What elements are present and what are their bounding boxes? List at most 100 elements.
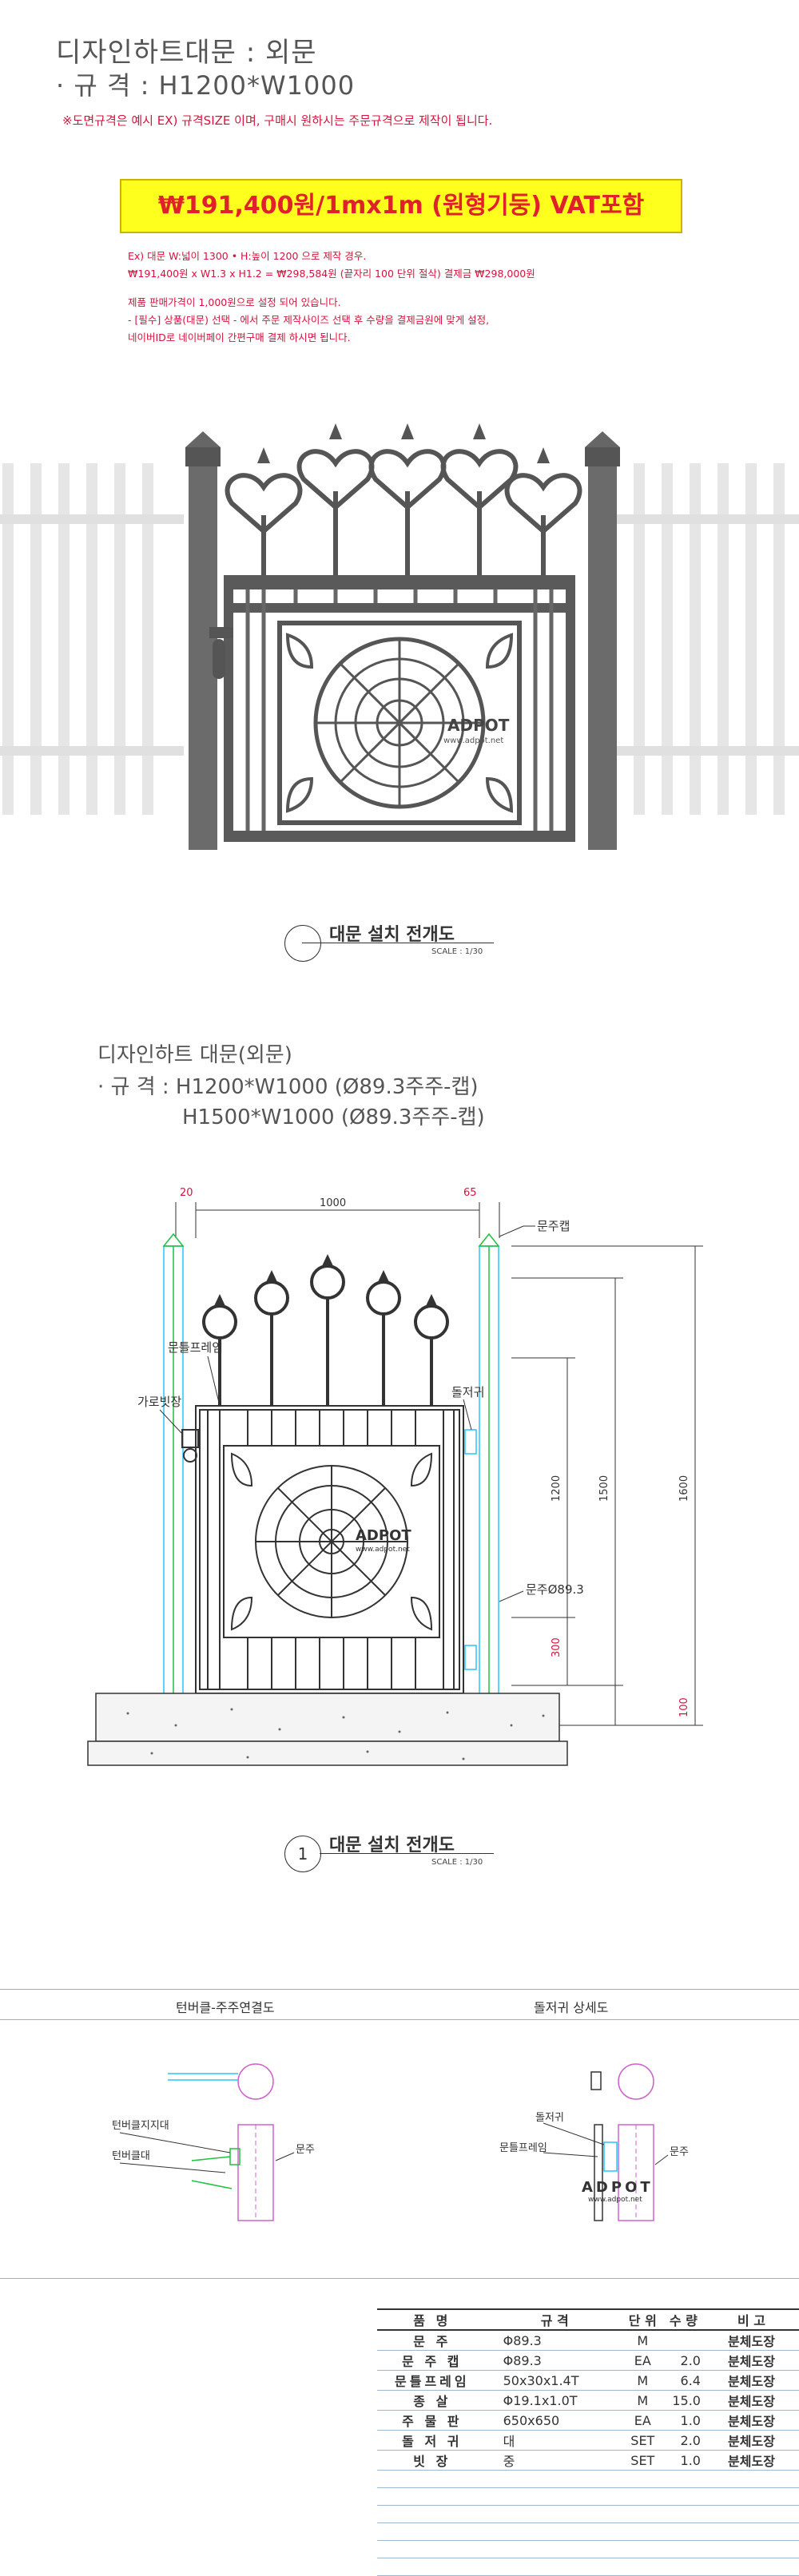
bom-cell: 빗 장 [377,2450,487,2471]
drawing-hinges [464,1429,477,1670]
bom-cell: 2.0 [662,2430,704,2451]
bom-cell: 주 물 판 [377,2410,487,2431]
desc-line: ₩191,400원 x W1.3 x H1.2 = ₩298,584원 (끝자리… [128,268,535,280]
bom-table: 품 명 규 격 단 위 수 량 비 고 문 주 Φ89.3 M 분체도장 문 주… [377,2308,799,2576]
detail-label: 문주 [670,2146,689,2158]
bom-cell: 분체도장 [703,2330,799,2351]
bom-header: 수 량 [662,2308,704,2331]
bom-header: 비 고 [703,2308,799,2331]
bom-cell: 분체도장 [703,2350,799,2371]
bom-cell: 대 [487,2430,622,2451]
hinge-detail [543,2063,669,2221]
detail-label: 문틀프레임 [499,2142,547,2154]
bom-cell: Φ89.3 [487,2350,622,2371]
caption-scale: SCALE : 1/30 [431,1858,483,1867]
bom-cell: SET [622,2450,663,2471]
bom-cell: 돌 저 귀 [377,2430,487,2451]
spec-line: · 규 격 : H1200*W1000 [56,70,356,101]
bom-cell: EA [622,2350,663,2371]
bom-cell: 1.0 [662,2410,704,2431]
table-row: 문 주 캡 Φ89.3 EA 2.0 분체도장 [377,2350,799,2371]
bom-cell: M [622,2370,663,2391]
bom-cell: 문틀프레임 [377,2370,487,2391]
detail-brand: ADPOT [582,2179,654,2196]
table-row-empty [377,2540,799,2558]
bom-cell: 분체도장 [703,2450,799,2471]
width-dimension [175,1202,500,1238]
drawing-gate-frame [195,1405,464,1694]
gate-photo: ADPOT www.adpot.net [0,423,799,850]
price-banner: ₩191,400원/1mx1m (원형기둥) VAT포함 [120,179,682,233]
table-row-empty [377,2505,799,2523]
price-description: Ex) 대문 W:넓이 1300 • H:높이 1200 으로 제작 경우. ₩… [128,248,687,347]
latch [209,627,233,679]
finials [257,423,550,463]
desc-line: 네이버ID로 네이버페이 간편구매 결제 하시면 됩니다. [128,331,351,343]
label-crossbar: 가로빗장 [137,1395,181,1409]
turnbuckle-detail [119,2063,295,2221]
bom-cell [662,2330,704,2351]
label-post-cap: 문주캡 [537,1219,570,1233]
table-row-empty [377,2470,799,2488]
photo-watermark-url: www.adpot.net [443,736,503,745]
caption-number: 1 [284,1836,321,1872]
label-hinge: 돌저귀 [451,1385,484,1399]
bom-cell: 종 살 [377,2390,487,2411]
bom-cell: 분체도장 [703,2430,799,2451]
dim-right-offset: 65 [463,1187,477,1199]
dim-left-offset: 20 [180,1187,193,1199]
detail-label: 턴버클지지대 [112,2120,169,2132]
caption-text: 대문 설치 전개도 [329,925,455,945]
left-post [185,431,221,850]
label-post: 문주Ø89.3 [526,1582,584,1597]
page-title: 디자인하트대문 : 외문 [56,37,317,69]
dim-height-1200: 1200 [551,1475,562,1502]
section-title: 디자인하트 대문(외문) [97,1043,292,1067]
concrete-base [87,1693,568,1766]
caption-2: 1 대문 설치 전개도 SCALE : 1/30 [284,1836,524,1875]
bom-cell: 문 주 [377,2330,487,2351]
bom-cell: SET [622,2430,663,2451]
bom-cell: Φ89.3 [487,2330,622,2351]
detail-label: 문주 [296,2144,315,2156]
bom-header: 단 위 [622,2308,663,2331]
label-frame: 문틀프레임 [168,1340,223,1355]
detail-title-turnbuckle: 턴버클-주주연결도 [176,2000,275,2015]
dim-100: 100 [678,1697,690,1717]
section-spec-2: H1500*W1000 (Ø89.3주주-캡) [182,1105,485,1129]
bom-cell: 분체도장 [703,2410,799,2431]
size-note: ※도면규격은 예시 EX) 규격SIZE 이며, 구매시 원하시는 주문규격으로… [62,113,493,128]
table-row-empty [377,2522,799,2541]
bom-cell: 중 [487,2450,622,2471]
detail-brand-url: www.adpot.net [588,2196,642,2204]
bom-cell: Φ19.1x1.0T [487,2390,622,2411]
table-row: 돌 저 귀 대 SET 2.0 분체도장 [377,2430,799,2451]
dim-width: 1000 [320,1197,346,1209]
table-row: 문 주 Φ89.3 M 분체도장 [377,2330,799,2351]
price-label: ₩191,400원/1mx1m (원형기둥) VAT포함 [157,192,645,220]
detail-label: 턴버클대 [112,2150,150,2162]
detail-drawings: 턴버클지지대 턴버클대 문주 돌저귀 문틀프레임 문주 ADPOT www.ad… [112,2063,689,2221]
drawing-watermark: ADPOT [356,1527,411,1544]
bom-cell: M [622,2390,663,2411]
bom-cell: EA [622,2410,663,2431]
bom-cell: 문 주 캡 [377,2350,487,2371]
bom-cell: 15.0 [662,2390,704,2411]
technical-drawing: 20 1000 65 [87,1187,703,1766]
table-row-empty [377,2487,799,2506]
table-row: 빗 장 중 SET 1.0 분체도장 [377,2450,799,2471]
bom-cell: 2.0 [662,2350,704,2371]
dim-height-1600: 1600 [678,1475,690,1502]
drawing-latch [181,1429,199,1463]
heart-ornaments [225,449,582,575]
table-row: 주 물 판 650x650 EA 1.0 분체도장 [377,2410,799,2431]
bom-header: 품 명 [377,2308,487,2331]
desc-line [128,283,687,294]
desc-line: - [필수] 상품(대문) 선택 - 에서 주문 제작사이즈 선택 후 수량을 … [128,314,490,326]
bom-cell: 650x650 [487,2410,622,2431]
drawing-cast-pattern [230,1452,433,1631]
bom-cell: 6.4 [662,2370,704,2391]
caption-scale: SCALE : 1/30 [431,947,483,956]
right-post [585,431,620,850]
desc-line: 제품 판매가격이 1,000원으로 설정 되어 있습니다. [128,296,341,308]
